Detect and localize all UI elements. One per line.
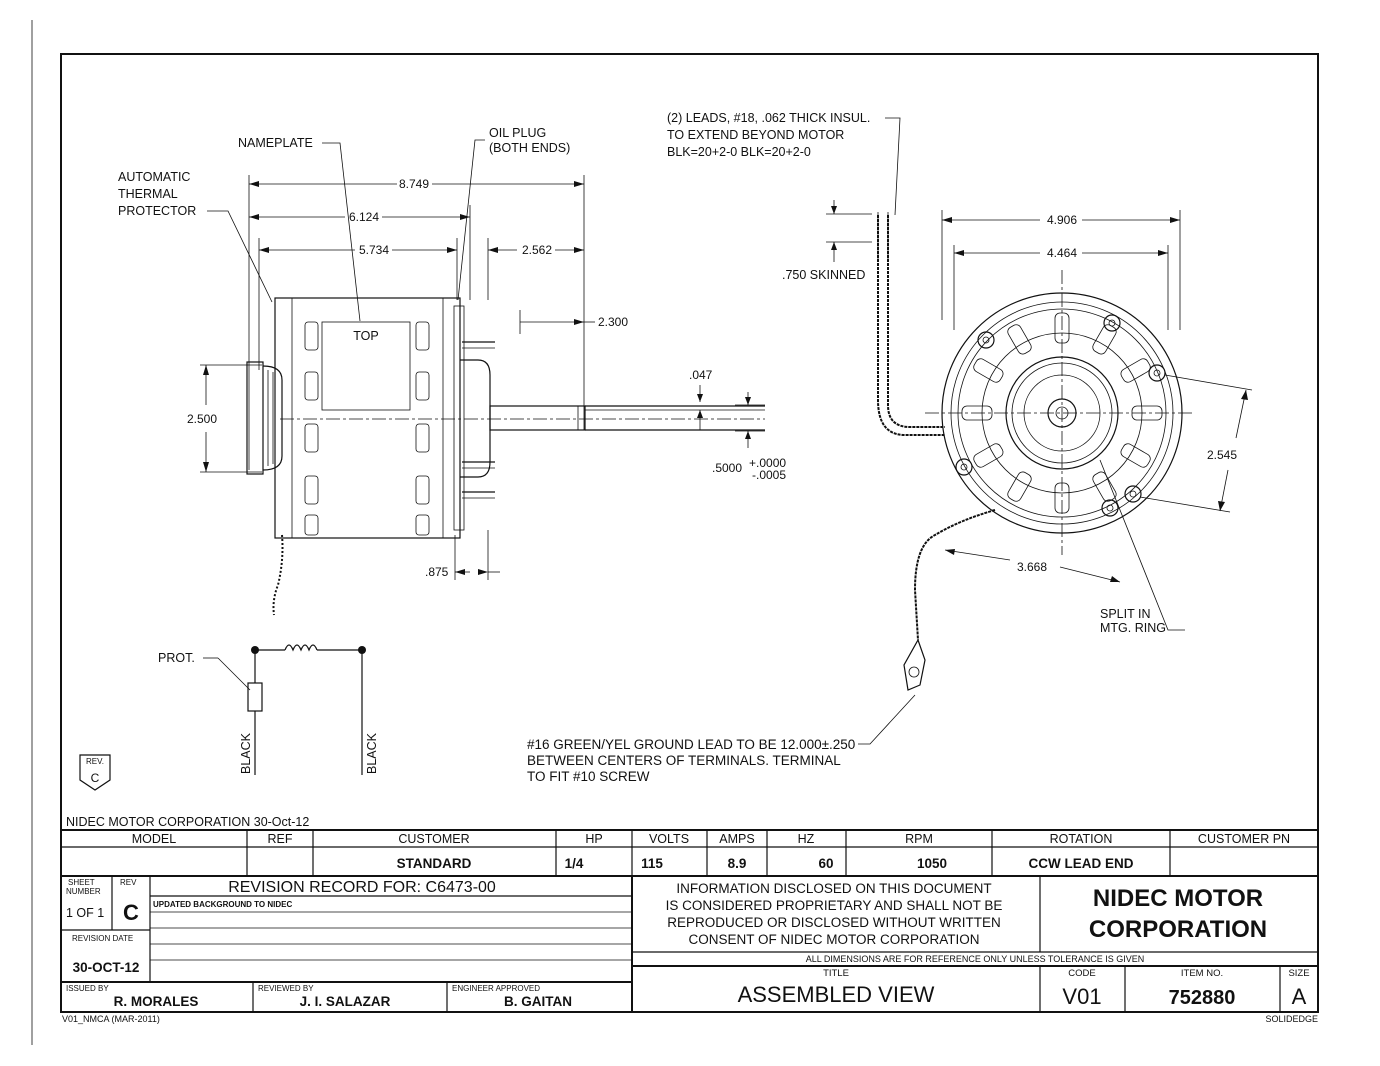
leads-label-3: BLK=20+2-0 BLK=20+2-0 xyxy=(667,145,811,159)
thermal-label-1: AUTOMATIC xyxy=(118,170,190,184)
revision-record: REVISION RECORD FOR: C6473-00 xyxy=(228,879,496,896)
issued-by-label: ISSUED BY xyxy=(66,984,109,993)
dim-4464: 4.464 xyxy=(1047,246,1077,260)
hdr-customer-pn: CUSTOMER PN xyxy=(1198,832,1290,846)
rev-badge-label: REV. xyxy=(86,757,104,766)
thermal-label-2: THERMAL xyxy=(118,187,178,201)
black-label-right: BLACK xyxy=(365,732,379,774)
sheet-number-label-1: SHEET xyxy=(68,878,95,887)
rev-value: C xyxy=(123,900,139,925)
val-volts: 115 xyxy=(641,856,663,871)
black-label-left: BLACK xyxy=(239,732,253,774)
val-rotation: CCW LEAD END xyxy=(1029,856,1134,871)
thermal-label-3: PROTECTOR xyxy=(118,204,196,218)
dim-875: .875 xyxy=(425,565,449,579)
ground-label-1: #16 GREEN/YEL GROUND LEAD TO BE 12.000±.… xyxy=(527,737,855,752)
dim-2300: 2.300 xyxy=(598,315,628,329)
side-view: 8.749 6.124 5.734 2.562 2.300 2.500 xyxy=(118,126,786,616)
revision-note: UPDATED BACKGROUND TO NIDEC xyxy=(153,900,292,909)
tol-plus: +.0000 xyxy=(749,456,786,470)
oil-plug-label-2: (BOTH ENDS) xyxy=(489,141,570,155)
leads-label-1: (2) LEADS, #18, .062 THICK INSUL. xyxy=(667,111,870,125)
split-label-1: SPLIT IN xyxy=(1100,607,1150,621)
dim-5000: .5000 xyxy=(712,461,742,475)
hdr-customer: CUSTOMER xyxy=(398,832,469,846)
rev-badge-value: C xyxy=(91,771,100,785)
prot-label: PROT. xyxy=(158,651,195,665)
title-label: TITLE xyxy=(823,968,849,979)
hdr-ref: REF xyxy=(268,832,293,846)
dim-2562: 2.562 xyxy=(522,243,552,257)
ground-label-3: TO FIT #10 SCREW xyxy=(527,769,650,784)
revision-date-label: REVISION DATE xyxy=(72,934,133,943)
hdr-hz: HZ xyxy=(798,832,815,846)
company-date: NIDEC MOTOR CORPORATION 30-Oct-12 xyxy=(66,815,309,829)
sheet-number-label-2: NUMBER xyxy=(66,887,101,896)
dimensions-note: ALL DIMENSIONS ARE FOR REFERENCE ONLY UN… xyxy=(806,954,1145,964)
wiring-schematic: PROT. BLACK BLACK xyxy=(158,644,379,775)
val-hp: 1/4 xyxy=(565,856,584,871)
hdr-hp: HP xyxy=(585,832,602,846)
title-block: NIDEC MOTOR CORPORATION 30-Oct-12 MODEL … xyxy=(61,815,1318,1024)
val-amps: 8.9 xyxy=(728,856,747,871)
engineer-label: ENGINEER APPROVED xyxy=(452,984,540,993)
code-value: V01 xyxy=(1062,984,1101,1009)
company-name-line-2: CORPORATION xyxy=(1089,916,1267,943)
reviewed-by-label: REVIEWED BY xyxy=(258,984,314,993)
val-hz: 60 xyxy=(818,856,833,871)
dim-6124: 6.124 xyxy=(349,210,379,224)
issued-by: R. MORALES xyxy=(114,994,199,1009)
hdr-volts: VOLTS xyxy=(649,832,689,846)
reviewed-by: J. I. SALAZAR xyxy=(300,994,391,1009)
leads-label-2: TO EXTEND BEYOND MOTOR xyxy=(667,128,844,142)
dim-3668: 3.668 xyxy=(1017,560,1047,574)
revision-date: 30-OCT-12 xyxy=(73,960,140,975)
item-label: ITEM NO. xyxy=(1181,968,1223,979)
hdr-rotation: ROTATION xyxy=(1050,832,1113,846)
hdr-amps: AMPS xyxy=(719,832,754,846)
dim-2545: 2.545 xyxy=(1207,448,1237,462)
info-line-2: IS CONSIDERED PROPRIETARY AND SHALL NOT … xyxy=(666,898,1003,913)
split-label-2: MTG. RING xyxy=(1100,621,1166,635)
val-rpm: 1050 xyxy=(917,856,947,871)
top-label: TOP xyxy=(353,329,378,343)
drawing-border xyxy=(60,53,1319,1013)
nameplate-label: NAMEPLATE xyxy=(238,136,313,150)
item-value: 752880 xyxy=(1169,987,1236,1009)
oil-plug-label-1: OIL PLUG xyxy=(489,126,546,140)
form-id: V01_NMCA (MAR-2011) xyxy=(62,1014,160,1024)
dim-8749: 8.749 xyxy=(399,177,429,191)
dim-4906: 4.906 xyxy=(1047,213,1077,227)
hdr-model: MODEL xyxy=(132,832,177,846)
info-line-1: INFORMATION DISCLOSED ON THIS DOCUMENT xyxy=(676,881,991,896)
code-label: CODE xyxy=(1068,968,1095,979)
rev-badge: REV. C xyxy=(79,754,111,791)
hdr-rpm: RPM xyxy=(905,832,933,846)
tol-minus: -.0005 xyxy=(752,468,786,482)
info-line-3: REPRODUCED OR DISCLOSED WITHOUT WRITTEN xyxy=(667,915,1001,930)
val-customer: STANDARD xyxy=(397,856,472,871)
end-view: (2) LEADS, #18, .062 THICK INSUL. TO EXT… xyxy=(527,111,1253,784)
software-label: SOLIDEDGE xyxy=(1265,1014,1318,1024)
dim-2500: 2.500 xyxy=(187,412,217,426)
sheet-number: 1 OF 1 xyxy=(66,906,104,920)
drawing-title: ASSEMBLED VIEW xyxy=(738,982,935,1007)
rev-label: REV xyxy=(120,878,137,887)
size-label: SIZE xyxy=(1288,968,1309,979)
skinned-label: .750 SKINNED xyxy=(782,268,865,282)
dim-047: .047 xyxy=(689,368,713,382)
dim-5734: 5.734 xyxy=(359,243,389,257)
company-name-line-1: NIDEC MOTOR xyxy=(1093,885,1263,912)
engineer: B. GAITAN xyxy=(504,994,572,1009)
ground-label-2: BETWEEN CENTERS OF TERMINALS. TERMINAL xyxy=(527,753,841,768)
info-line-4: CONSENT OF NIDEC MOTOR CORPORATION xyxy=(688,932,979,947)
size-value: A xyxy=(1292,984,1307,1009)
